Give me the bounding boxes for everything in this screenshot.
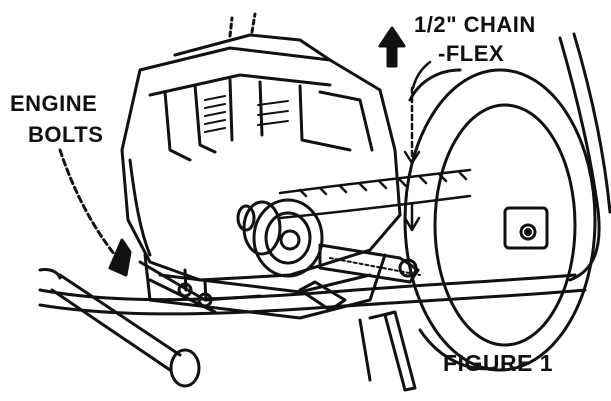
bolts-label: BOLTS [28, 122, 104, 147]
clutch-pulley [236, 198, 324, 278]
tensioner-linkage [298, 243, 421, 312]
engine-block [120, 12, 402, 320]
axle-bracket [503, 206, 549, 250]
flex-arrow [403, 60, 432, 232]
top-arrow [378, 26, 406, 68]
engine-bolts-arrow [58, 148, 132, 277]
engine-label: ENGINE [10, 91, 98, 116]
kickstand [358, 310, 417, 392]
engine-mount [138, 260, 262, 314]
rear-wheel [403, 68, 597, 372]
chain-size-label: 1/2" CHAIN [414, 12, 536, 37]
figure-caption: FIGURE 1 [443, 350, 554, 376]
frame-foot [38, 268, 201, 388]
drive-chain [278, 168, 472, 220]
flex-label: -FLEX [438, 41, 505, 66]
